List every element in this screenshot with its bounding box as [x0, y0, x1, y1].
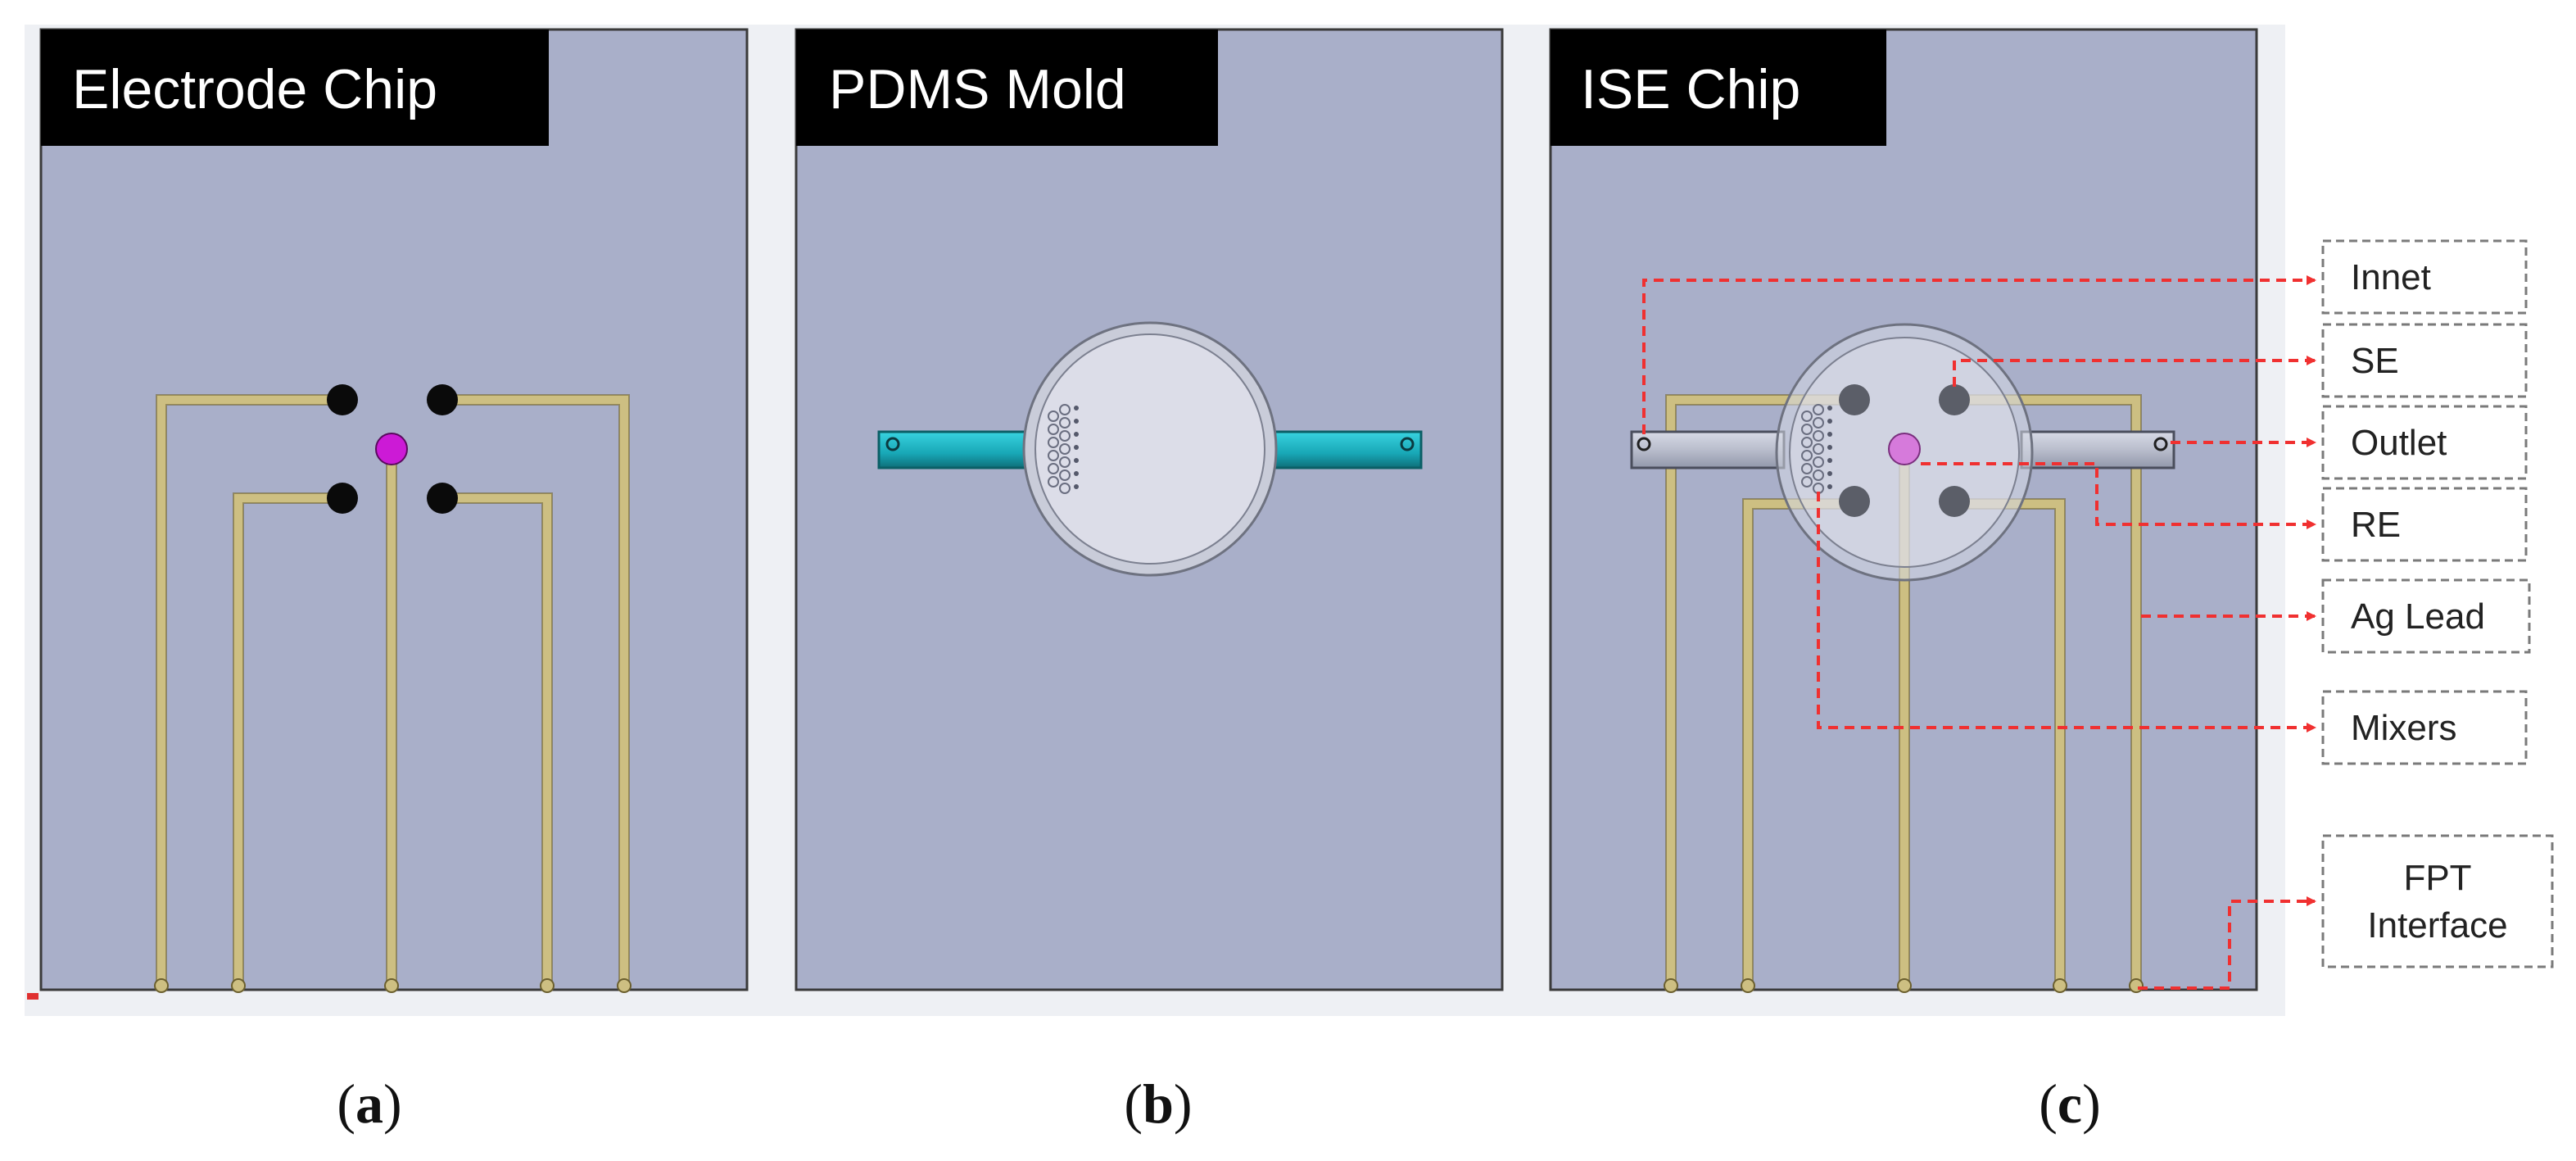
- svg-text:(c): (c): [2039, 1073, 2101, 1135]
- inlet-port: [885, 437, 900, 451]
- panel-title-box: [41, 29, 549, 146]
- inlet-channel: [877, 430, 1044, 469]
- panel-title-box: [1551, 29, 1886, 146]
- panel-title: PDMS Mold: [829, 58, 1126, 120]
- electrode-bottom-left: [327, 483, 358, 514]
- electrode-bottom-left: [1839, 486, 1870, 517]
- electrode-top-right: [1939, 384, 1970, 415]
- caption-b: (b): [1124, 1073, 1192, 1135]
- lead-outer-right: [442, 395, 629, 986]
- callout-box-re: [2321, 487, 2528, 562]
- leader-re: [1921, 462, 2316, 529]
- inlet-port: [1637, 437, 1651, 451]
- callout-box-innet: [2321, 239, 2528, 315]
- leader-mixers: [1817, 492, 2316, 732]
- callout-innet: Innet: [2351, 257, 2431, 297]
- electrode-top-left: [1839, 384, 1870, 415]
- electrode-center: [1888, 433, 1921, 465]
- callout-boxes: [2321, 239, 2554, 968]
- callout-box-outlet: [2321, 405, 2528, 480]
- svg-text:(a): (a): [337, 1073, 401, 1135]
- electrode-bottom-right: [1939, 486, 1970, 517]
- electrode-center: [375, 433, 408, 465]
- outlet-port: [1400, 437, 1415, 451]
- callout-mixers: Mixers: [2351, 708, 2457, 748]
- mixer-array: [1048, 404, 1071, 494]
- panel-title: Electrode Chip: [72, 58, 437, 120]
- interface-pads: [154, 978, 632, 993]
- callout-outlet: Outlet: [2351, 423, 2447, 463]
- callout-ag-lead: Ag Lead: [2351, 596, 2485, 637]
- electrode-top-left: [327, 384, 358, 415]
- leader-se: [1953, 356, 2316, 387]
- outlet-channel: [1256, 430, 1423, 469]
- interface-pads: [1664, 978, 2144, 993]
- panel-electrode-chip: Electrode Chip: [27, 28, 749, 1000]
- callout-fpt-line2: Interface: [2367, 905, 2507, 946]
- lead-inner-left: [233, 493, 341, 986]
- panel-ise-chip: ISE Chip: [1549, 28, 2258, 993]
- outlet-port: [2153, 437, 2168, 451]
- callout-box-se: [2321, 323, 2528, 398]
- panel-title: ISE Chip: [1581, 58, 1800, 120]
- electrode-bottom-right: [427, 483, 458, 514]
- callout-re: RE: [2351, 505, 2401, 545]
- leader-fpt: [2138, 896, 2316, 990]
- callout-box-fpt: [2321, 834, 2554, 968]
- callout-fpt-line1: FPT: [2403, 858, 2471, 898]
- lead-inner-right: [442, 493, 552, 986]
- svg-text:(b): (b): [1124, 1073, 1192, 1135]
- electrode-top-right: [427, 384, 458, 415]
- reservoir-inner: [1034, 333, 1265, 565]
- callout-se: SE: [2351, 341, 2399, 381]
- callout-box-ag-lead: [2321, 578, 2531, 654]
- ag-leads: [156, 395, 629, 986]
- inlet-channel: [1630, 430, 1786, 469]
- callout-box-mixers: [2321, 690, 2528, 765]
- panel-title-box: [796, 29, 1218, 146]
- leader-innet: [1642, 275, 2316, 434]
- mixer-array: [1801, 404, 1824, 494]
- panel-pdms-mold: PDMS Mold: [795, 28, 1504, 991]
- callout-labels: Innet SE Outlet RE Ag Lead Mixers FPT In…: [2351, 257, 2508, 946]
- callout-leaders: [1642, 275, 2316, 990]
- caption-a: (a): [337, 1073, 401, 1135]
- caption-c: (c): [2039, 1073, 2101, 1135]
- lead-outer-left: [156, 395, 341, 986]
